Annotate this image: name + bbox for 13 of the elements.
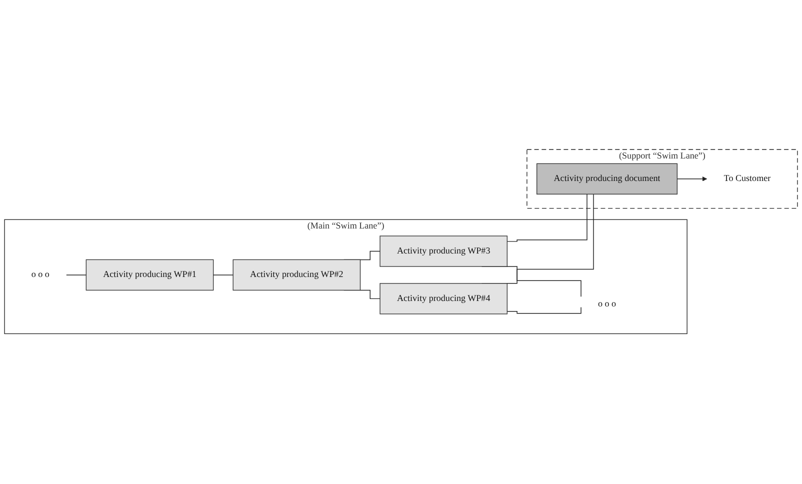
node-text: To Customer (724, 174, 771, 184)
node-box: Activity producing document (536, 164, 678, 195)
node-box: Activity producing WP#4 (380, 283, 508, 315)
node-text: o o o (598, 300, 616, 310)
connector (212, 274, 234, 276)
connector (66, 274, 87, 276)
connector (506, 307, 582, 314)
node-box: Activity producing WP#2 (232, 260, 361, 291)
node-box: Activity producing WP#1 (86, 260, 214, 291)
node-text: o o o (31, 270, 50, 280)
arrow (676, 176, 708, 182)
connector (506, 194, 588, 242)
node-box: Activity producing WP#3 (380, 236, 508, 268)
